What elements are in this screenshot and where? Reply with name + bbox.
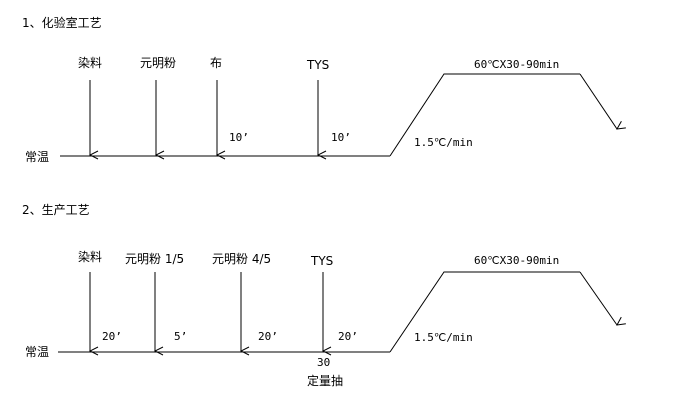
process1-label-tys: TYS [307,58,330,72]
process1-temperature-curve [389,73,580,157]
process2-title: 2、生产工艺 [22,203,90,217]
process2-base-label: 常温 [25,345,50,359]
process2-interval-3: 20’ [258,330,278,343]
process2-ramp-rate: 1.5℃/min [414,331,473,344]
process2-cooling-arrow [579,271,617,325]
process2-interval-2: 5’ [174,330,188,343]
process1-title: 1、化验室工艺 [22,16,102,30]
process1-base-label: 常温 [25,150,50,164]
process1-cooling-arrow [579,73,617,129]
process2-label-salt-1: 元明粉 1/5 [125,252,185,266]
process2-interval-1: 20’ [102,330,122,343]
process1-label-fabric: 布 [210,56,223,70]
process1-label-salt: 元明粉 [140,56,177,70]
process1-interval-1: 10’ [229,131,249,144]
process1-ramp-rate: 1.5℃/min [414,136,473,149]
process1-label-dye: 染料 [78,56,103,70]
process2-diagram [58,271,617,353]
process1-hold: 60℃X30-90min [474,58,560,71]
process2-label-dye: 染料 [78,250,103,264]
process1-diagram [60,73,617,157]
process2-label-salt-2: 元明粉 4/5 [212,252,272,266]
process1-interval-2: 10’ [331,131,351,144]
process2-hold: 60℃X30-90min [474,254,560,267]
process2-temperature-curve [389,271,580,353]
process2-label-tys: TYS [311,254,334,268]
process2-interval-4: 20’ [338,330,358,343]
process2-sample-time: 30 [317,356,331,369]
process2-sample-label: 定量抽 [307,374,344,388]
